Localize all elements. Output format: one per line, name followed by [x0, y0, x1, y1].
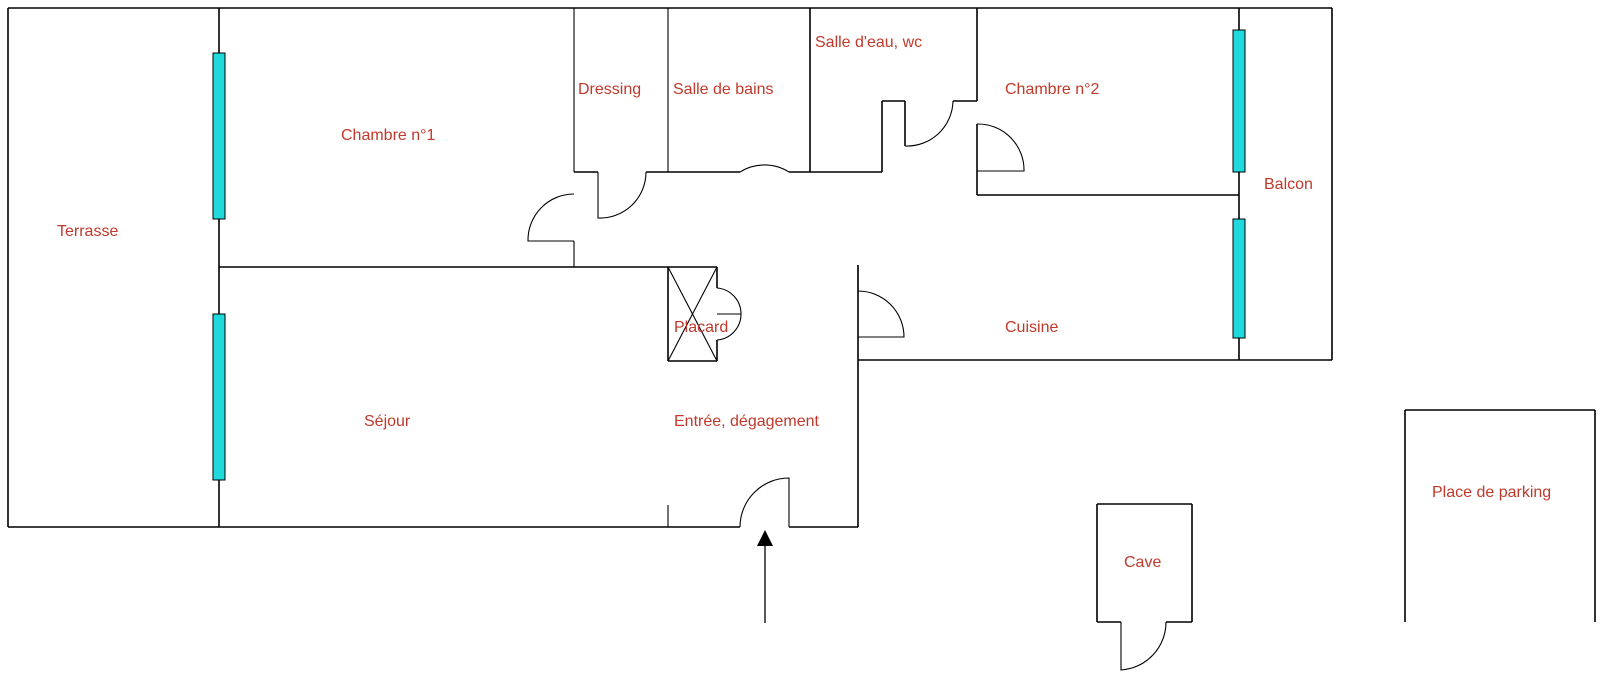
label-chambre1: Chambre n°1: [341, 127, 436, 144]
door-chambre2: [976, 123, 1025, 172]
window-cuisine: [1232, 218, 1246, 339]
label-placard: Placard: [674, 319, 728, 336]
window-sejour: [212, 313, 226, 481]
label-sejour: Séjour: [364, 413, 411, 430]
label-terrasse: Terrasse: [57, 223, 118, 240]
interior-walls: [218, 8, 1240, 527]
placard-cross: [667, 266, 718, 362]
parking: [1404, 409, 1596, 622]
door-cave: [1120, 621, 1167, 671]
door-placard-bottom: [716, 313, 742, 341]
outer-walls: [7, 7, 1333, 528]
door-chambre1: [527, 193, 575, 242]
door-placard-top: [716, 287, 742, 315]
door-entree: [739, 477, 790, 528]
window-chambre1: [212, 52, 226, 220]
door-salle-d-eau: [904, 100, 954, 147]
door-dressing: [597, 171, 647, 219]
door-salle-de-bains: [739, 164, 790, 173]
label-entree: Entrée, dégagement: [674, 413, 820, 430]
label-salle-d-eau: Salle d'eau, wc: [815, 34, 922, 51]
label-cave: Cave: [1124, 554, 1161, 571]
label-salle-de-bains: Salle de bains: [673, 81, 774, 98]
entrance-arrow: [757, 530, 773, 623]
label-parking: Place de parking: [1432, 484, 1551, 501]
door-cuisine: [857, 265, 905, 338]
doors: [527, 100, 1025, 528]
cave: [1096, 503, 1193, 671]
window-chambre2: [1232, 29, 1246, 173]
label-dressing: Dressing: [578, 81, 641, 98]
label-cuisine: Cuisine: [1005, 319, 1058, 336]
room-labels: Terrasse Chambre n°1 Dressing Salle de b…: [57, 34, 1551, 571]
label-balcon: Balcon: [1264, 176, 1313, 193]
label-chambre2: Chambre n°2: [1005, 81, 1100, 98]
windows: [212, 29, 1246, 481]
